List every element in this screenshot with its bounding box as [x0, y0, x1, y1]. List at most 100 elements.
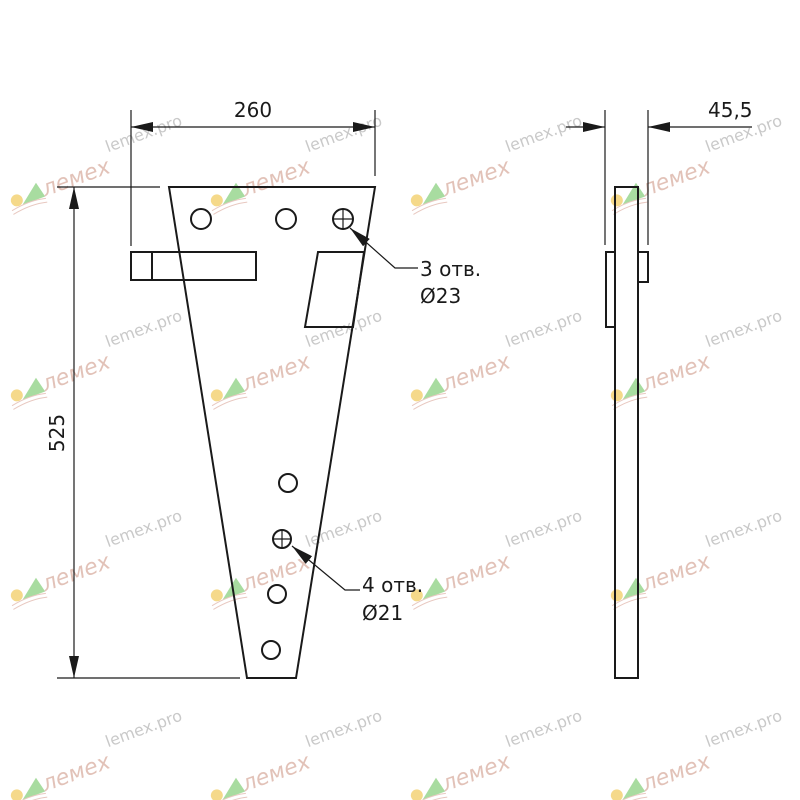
leaf-icon	[22, 377, 46, 400]
watermark-brand: лемех	[38, 749, 115, 797]
hole	[190, 208, 212, 230]
watermark-brand: лемех	[638, 154, 715, 202]
leaf-icon	[422, 377, 446, 400]
hinge-tab-right	[303, 251, 366, 328]
watermark-site: lemex.pro	[703, 706, 785, 751]
leaf-icon	[622, 182, 646, 205]
watermark-brand: лемех	[438, 349, 515, 397]
callout-diameter: Ø21	[362, 601, 403, 625]
sun-icon	[410, 589, 423, 602]
sun-icon	[10, 589, 23, 602]
watermark-site: lemex.pro	[503, 111, 585, 156]
sun-icon	[610, 589, 623, 602]
watermark-site: lemex.pro	[503, 306, 585, 351]
watermark-brand: лемех	[238, 549, 315, 597]
hole	[261, 640, 281, 660]
width-label: 260	[234, 98, 272, 122]
callout-diameter: Ø23	[420, 284, 461, 308]
leaf-icon	[422, 182, 446, 205]
sun-icon	[610, 194, 623, 207]
leaf-icon	[222, 577, 246, 600]
sun-icon	[610, 789, 623, 800]
leaf-icon	[22, 777, 46, 800]
sun-icon	[210, 589, 223, 602]
callout-count: 4 отв.	[362, 573, 423, 597]
watermark-brand: лемех	[638, 749, 715, 797]
watermark-brand: лемех	[638, 549, 715, 597]
thickness-label: 45,5	[708, 98, 753, 122]
dimension-height: 525	[45, 186, 240, 679]
tab-side-right	[637, 251, 649, 283]
watermark-site: lemex.pro	[103, 111, 185, 156]
callout-top-holes: 3 отв. Ø23	[349, 227, 481, 308]
leaf-icon	[222, 377, 246, 400]
leaf-icon	[222, 182, 246, 205]
watermark-brand: лемех	[238, 154, 315, 202]
sun-icon	[210, 194, 223, 207]
watermark-brand: лемех	[38, 154, 115, 202]
watermark-site: lemex.pro	[503, 706, 585, 751]
watermark-site: lemex.pro	[703, 506, 785, 551]
sun-icon	[10, 194, 23, 207]
watermark-site: lemex.pro	[303, 706, 385, 751]
hole	[267, 584, 287, 604]
height-label: 525	[45, 414, 69, 452]
hole	[278, 473, 298, 493]
sun-icon	[410, 789, 423, 800]
leaf-icon	[622, 777, 646, 800]
watermark-brand: лемех	[238, 349, 315, 397]
callout-count: 3 отв.	[420, 257, 481, 281]
leaf-icon	[22, 577, 46, 600]
watermark-brand: лемех	[238, 749, 315, 797]
leaf-icon	[622, 377, 646, 400]
watermark-site: lemex.pro	[503, 506, 585, 551]
watermark-brand: лемех	[638, 349, 715, 397]
leaf-icon	[622, 577, 646, 600]
hole	[275, 208, 297, 230]
watermark-brand: лемех	[38, 549, 115, 597]
watermark-site: lemex.pro	[303, 506, 385, 551]
plate-side	[614, 186, 639, 679]
sun-icon	[410, 194, 423, 207]
leaf-icon	[22, 182, 46, 205]
watermark-brand: лемех	[438, 749, 515, 797]
sun-icon	[410, 389, 423, 402]
watermark-brand: лемех	[438, 549, 515, 597]
sun-icon	[10, 389, 23, 402]
dimension-width: 260	[130, 98, 376, 246]
watermark-site: lemex.pro	[303, 306, 385, 351]
watermark-site: lemex.pro	[103, 306, 185, 351]
watermark-brand: лемех	[438, 154, 515, 202]
hinge-tab-left	[130, 251, 257, 281]
sun-icon	[210, 789, 223, 800]
sun-icon	[10, 789, 23, 800]
callout-bottom-holes: 4 отв. Ø21	[291, 545, 423, 625]
front-view	[130, 186, 377, 679]
watermark-site: lemex.pro	[703, 306, 785, 351]
leaf-icon	[222, 777, 246, 800]
watermark-site: lemex.pro	[303, 111, 385, 156]
leaf-icon	[422, 577, 446, 600]
sun-icon	[610, 389, 623, 402]
watermark-site: lemex.pro	[103, 506, 185, 551]
plate-outline	[167, 186, 377, 679]
watermark-brand: лемех	[38, 349, 115, 397]
